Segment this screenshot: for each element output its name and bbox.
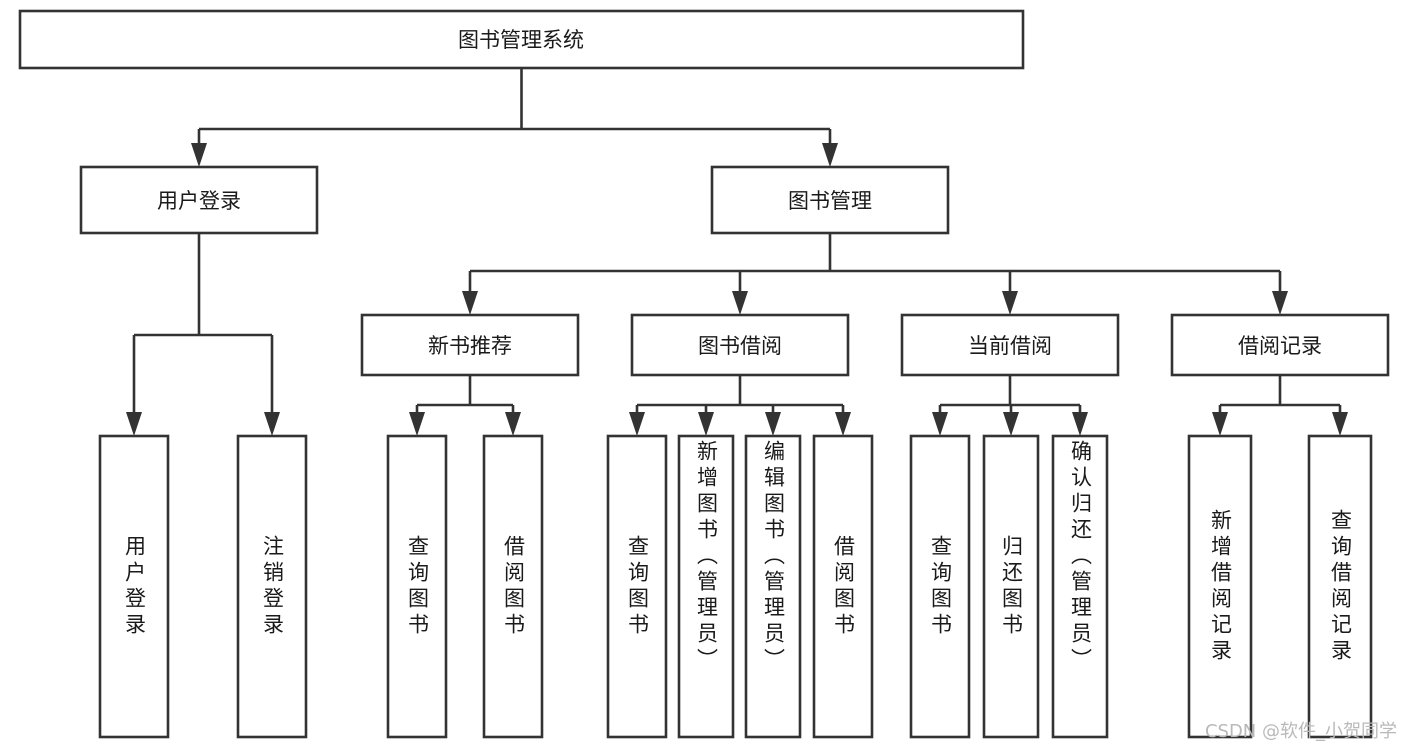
node-new-book-recommend[interactable]: 新书推荐 (360, 313, 580, 377)
node-book-borrow-label: 图书借阅 (698, 334, 782, 358)
node-new-book-recommend-box[interactable] (360, 313, 580, 377)
connector-group-login (126, 233, 280, 436)
node-current-borrow[interactable]: 当前借阅 (900, 313, 1120, 377)
connector-group-borrow (629, 375, 851, 436)
arrowhead-borrow-leaf1 (629, 412, 645, 436)
node-user-login-label: 用户登录 (157, 189, 241, 213)
node-root[interactable]: 图书管理系统 (18, 9, 1025, 70)
arrowhead-records-leaf2 (1332, 412, 1348, 436)
arrowhead-borrow-leaf4 (835, 412, 851, 436)
node-borrow-records[interactable]: 借阅记录 (1170, 313, 1390, 377)
node-borrow-records-label: 借阅记录 (1238, 334, 1322, 358)
leaf-box-return-book[interactable] (982, 434, 1040, 739)
arrowhead-login-to-leaf2 (264, 412, 280, 436)
arrowhead-newbook-leaf1 (409, 412, 425, 436)
node-book-borrow[interactable]: 图书借阅 (630, 313, 850, 377)
arrowhead-bookmgmt-to-newbook (462, 291, 478, 315)
node-user-login-box[interactable] (79, 165, 319, 235)
arrowhead-current-leaf3 (1072, 412, 1088, 436)
leaf-box-logout[interactable] (236, 434, 308, 739)
leaf-box-edit-book-admin[interactable] (744, 434, 802, 739)
node-borrow-records-box[interactable] (1170, 313, 1390, 377)
csdn-watermark: CSDN @软件_小贺同学 (1204, 721, 1397, 742)
connector-group-current (932, 375, 1088, 436)
node-book-management-label: 图书管理 (788, 189, 872, 213)
arrowhead-borrow-leaf2 (698, 412, 714, 436)
arrowhead-bookmgmt-to-current (1002, 291, 1018, 315)
node-current-borrow-box[interactable] (900, 313, 1120, 377)
node-root-label: 图书管理系统 (458, 28, 584, 52)
node-new-book-recommend-label: 新书推荐 (428, 334, 512, 358)
leaf-box-add-borrow-record[interactable] (1187, 434, 1253, 739)
leaf-box-borrow-book[interactable] (812, 434, 874, 739)
arrowhead-root-to-login (191, 143, 207, 167)
connector-group-bookmgmt (462, 233, 1288, 315)
leaf-box-query-borrow-record[interactable] (1307, 434, 1373, 739)
arrowhead-current-leaf1 (932, 412, 948, 436)
arrowhead-login-to-leaf1 (126, 412, 142, 436)
node-book-borrow-box[interactable] (630, 313, 850, 377)
arrowhead-current-leaf2 (1003, 412, 1019, 436)
connector-group-newbook (409, 375, 521, 436)
leaf-box-user-login[interactable] (98, 434, 170, 739)
leaf-box-add-book-admin[interactable] (677, 434, 735, 739)
arrowhead-records-leaf1 (1212, 412, 1228, 436)
node-user-login[interactable]: 用户登录 (79, 165, 319, 235)
connector-group-root (191, 68, 838, 167)
connector-group-records (1212, 375, 1348, 436)
leaf-box-query-book-new[interactable] (386, 434, 448, 739)
arrowhead-newbook-leaf2 (505, 412, 521, 436)
node-book-management[interactable]: 图书管理 (710, 165, 950, 235)
leaf-box-confirm-return-admin[interactable] (1051, 434, 1109, 739)
node-book-management-box[interactable] (710, 165, 950, 235)
leaf-box-query-book-current[interactable] (909, 434, 971, 739)
node-current-borrow-label: 当前借阅 (968, 334, 1052, 358)
leaf-box-query-book-borrow[interactable] (606, 434, 668, 739)
node-root-box[interactable] (18, 9, 1025, 70)
arrowhead-bookmgmt-to-records (1272, 291, 1288, 315)
arrowhead-root-to-bookmgmt (822, 143, 838, 167)
leaf-box-borrow-book-new[interactable] (482, 434, 544, 739)
arrowhead-borrow-leaf3 (765, 412, 781, 436)
arrowhead-bookmgmt-to-borrow (732, 291, 748, 315)
